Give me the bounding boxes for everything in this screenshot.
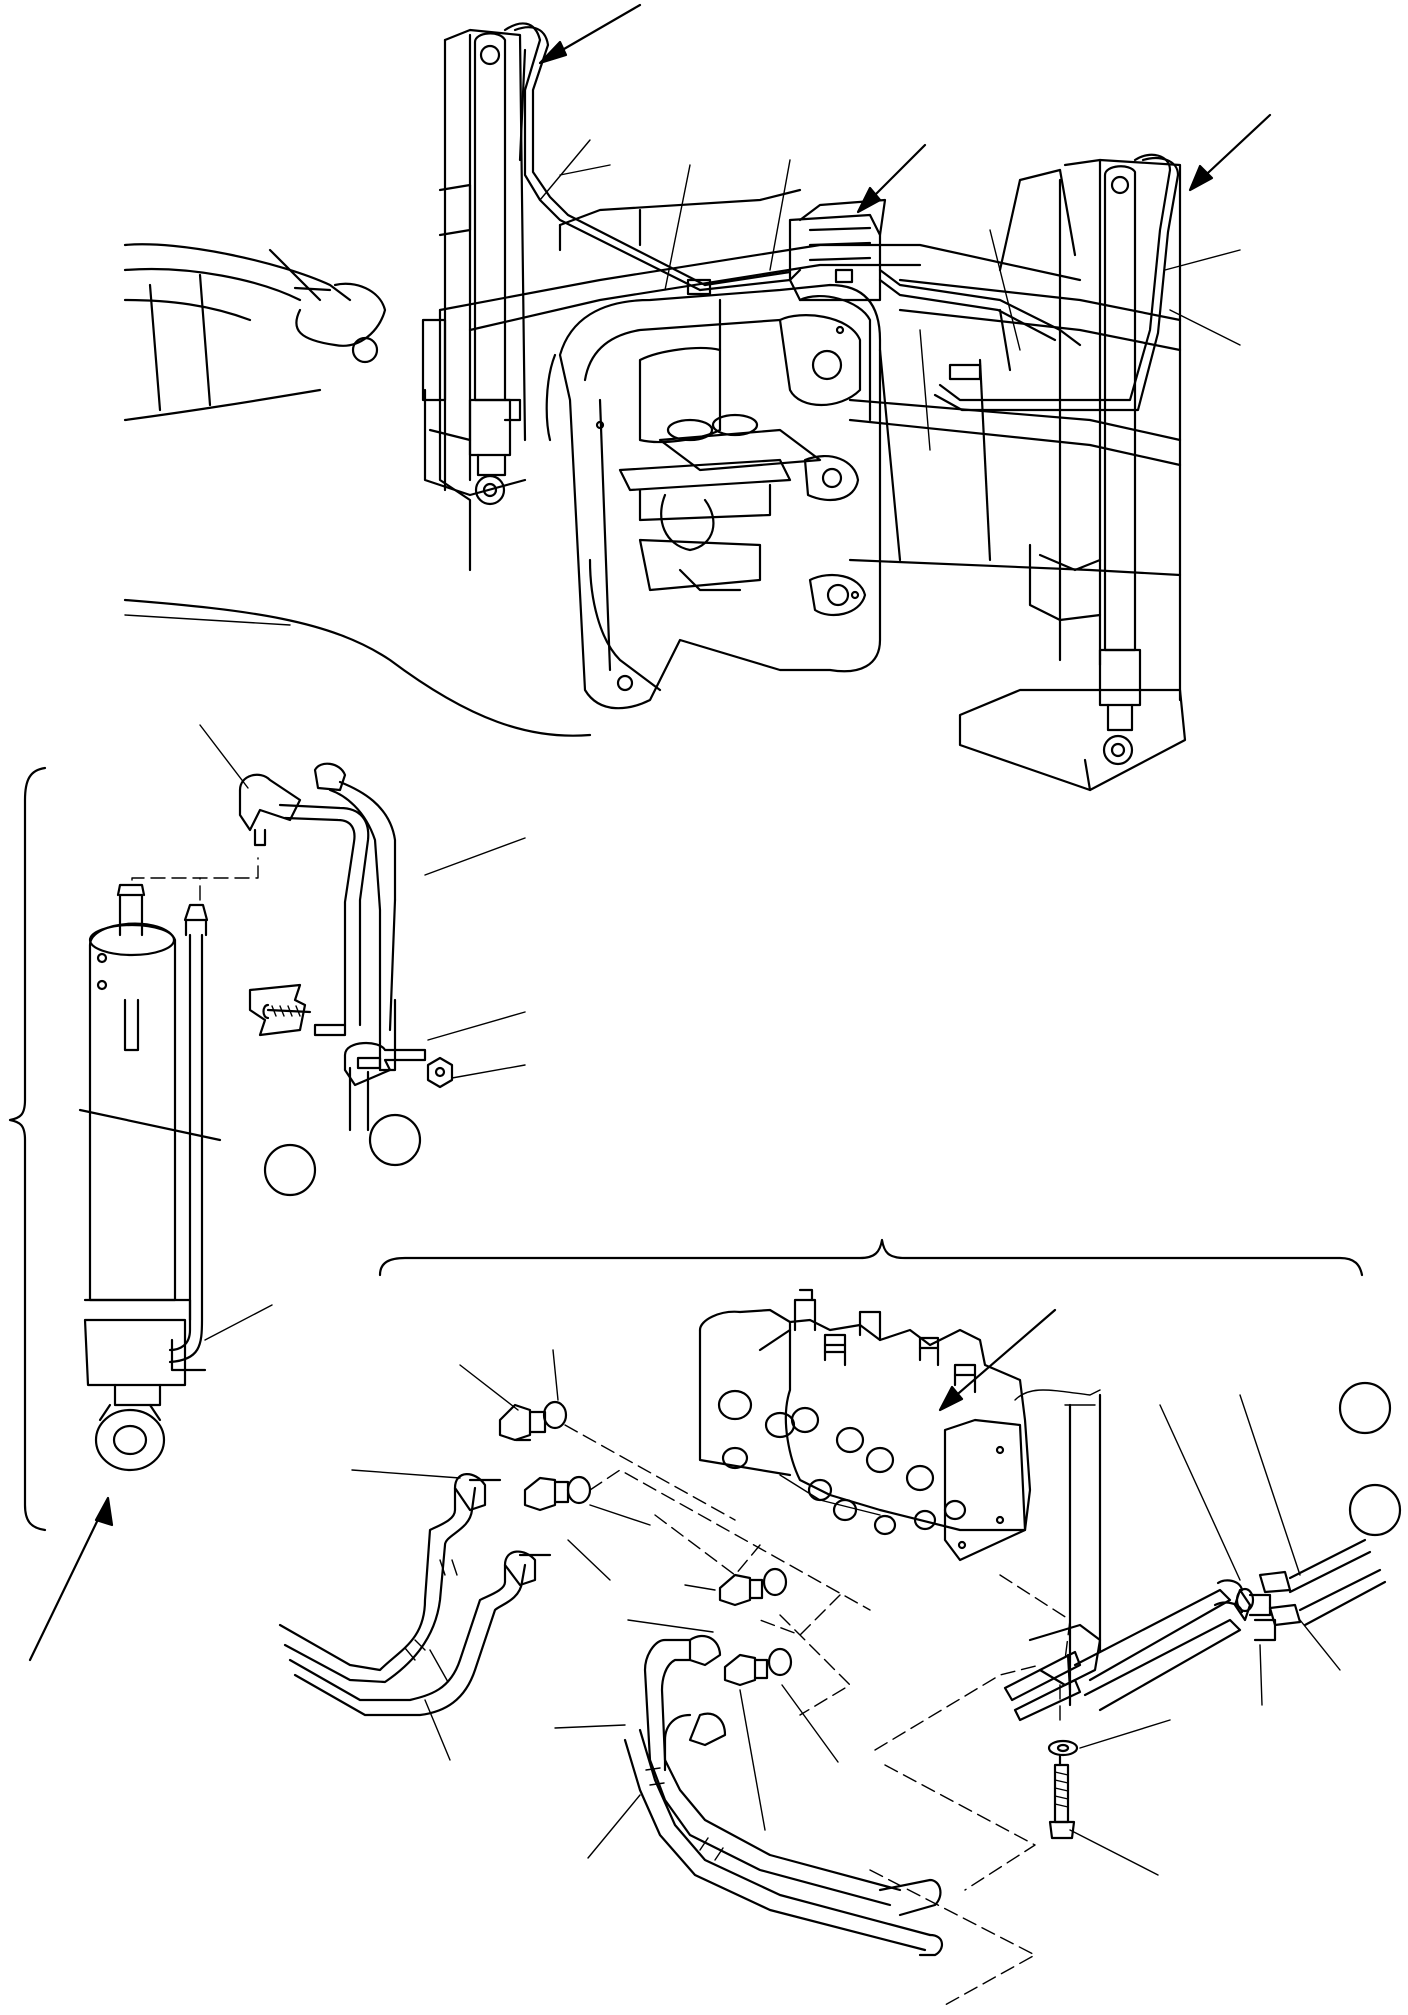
- boom-outline: [123, 243, 387, 422]
- swing-casting: [545, 283, 882, 710]
- straight-connectors-left: [498, 1403, 769, 1687]
- eye-pointer-arrow: [28, 1503, 107, 1662]
- callout-circle: [263, 1143, 317, 1197]
- left-cylinder-hoses: [503, 22, 802, 296]
- dashed-routing: [564, 1424, 1071, 2006]
- washer-and-bolt: [1047, 1739, 1079, 1840]
- valve-pointer-arrow: [943, 1308, 1057, 1407]
- right-lift-cylinder: [1098, 165, 1142, 766]
- cylinder-leader-lines: [199, 724, 526, 1341]
- top-pointer-arrows: [538, 3, 1272, 214]
- detail-brace: [8, 766, 47, 1532]
- callout-circle: [1338, 1381, 1392, 1435]
- main-frame: [421, 28, 1187, 792]
- stabilizer-frame-assembly: [123, 3, 1272, 792]
- detail-brace: [378, 1238, 1364, 1277]
- callout-circle: [1348, 1483, 1402, 1537]
- top-leader-lines: [539, 139, 1241, 451]
- mounting-bracket: [1014, 1389, 1102, 1707]
- top-control-valve: [788, 198, 887, 302]
- hoses-left: [278, 1473, 943, 1957]
- control-valve-detail: [278, 1238, 1402, 2006]
- lift-cylinder-detail: [8, 724, 526, 1662]
- valve-leader-lines: [351, 1349, 1341, 1876]
- callout-circle: [368, 1113, 422, 1167]
- fender-outline: [123, 598, 592, 737]
- left-lift-cylinder: [468, 32, 522, 506]
- connectors-right: [1003, 1538, 1387, 1722]
- right-cylinder-hoses: [878, 153, 1180, 412]
- valve-block: [698, 1288, 1032, 1562]
